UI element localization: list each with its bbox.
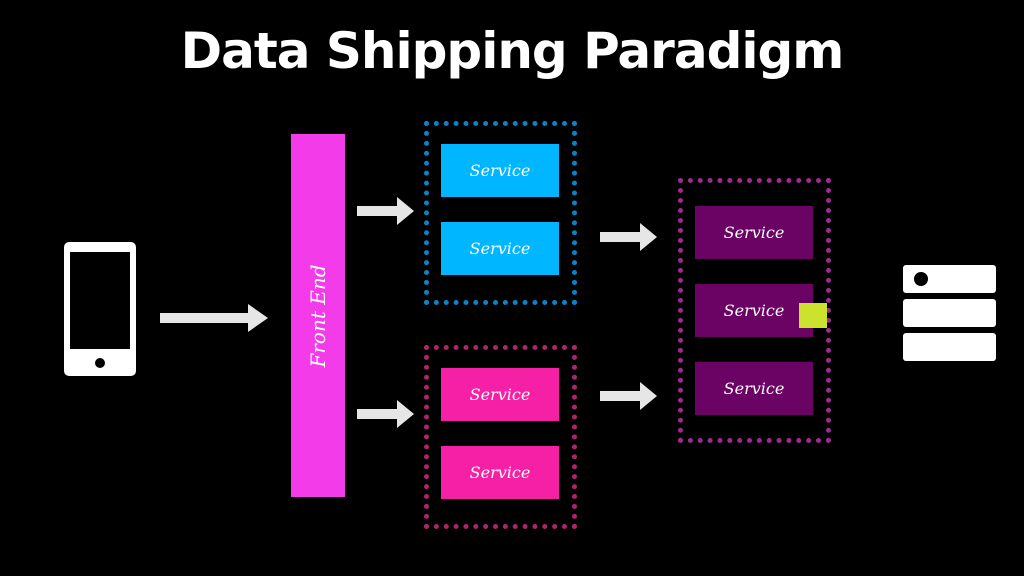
server-indicator-dot xyxy=(914,272,928,286)
service-group-pink xyxy=(424,345,577,529)
arrow-right-icon xyxy=(357,400,414,428)
phone-home-button xyxy=(95,358,105,368)
service-box: Service xyxy=(441,144,559,197)
front-end-bar: Front End xyxy=(291,134,345,497)
service-group-blue xyxy=(424,121,577,305)
data-marker xyxy=(799,303,827,328)
service-box: Service xyxy=(695,362,813,415)
service-box: Service xyxy=(695,206,813,259)
service-box: Service xyxy=(441,446,559,499)
service-box: Service xyxy=(695,284,813,337)
slide-title: Data Shipping Paradigm xyxy=(180,22,845,80)
smartphone-icon xyxy=(64,242,136,376)
arrow-right-icon xyxy=(600,382,657,410)
server-row xyxy=(903,299,996,327)
arrow-right-icon xyxy=(357,197,414,225)
service-box: Service xyxy=(441,368,559,421)
arrow-right-icon xyxy=(600,223,657,251)
front-end-label: Front End xyxy=(306,263,330,368)
server-row xyxy=(903,333,996,361)
service-group-purple xyxy=(678,178,831,443)
phone-screen xyxy=(70,252,130,349)
server-row xyxy=(903,265,996,293)
arrow-right-icon xyxy=(160,304,268,332)
service-box: Service xyxy=(441,222,559,275)
